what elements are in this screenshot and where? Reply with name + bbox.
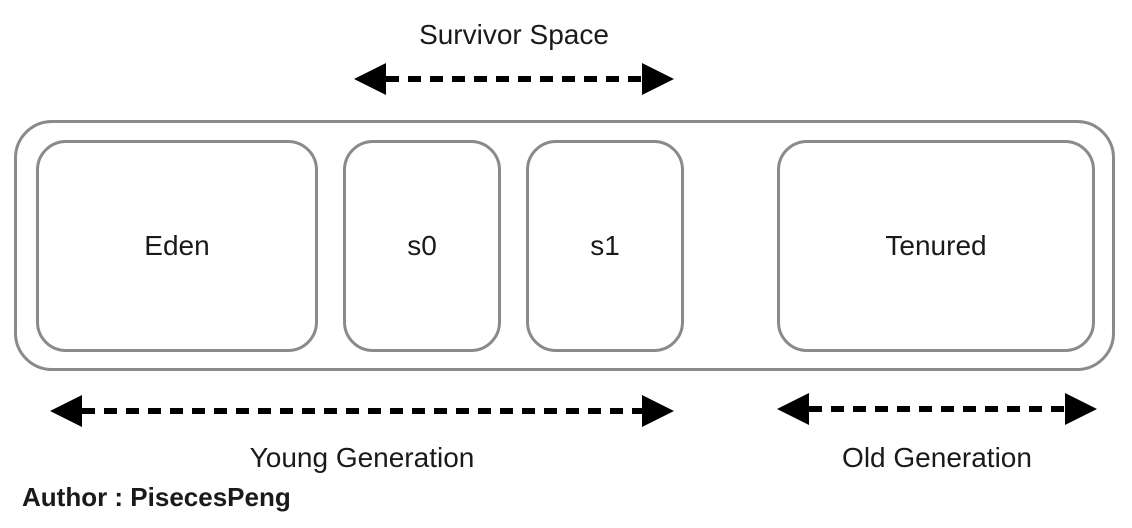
- s1-label: s1: [590, 230, 620, 261]
- arrow-head-right: [642, 395, 674, 427]
- s0-region: s0: [343, 140, 501, 352]
- tenured-region: Tenured: [777, 140, 1095, 352]
- young-generation-label: Young Generation: [249, 442, 475, 473]
- tenured-label: Tenured: [885, 230, 987, 261]
- heap-container: [14, 120, 1115, 371]
- old-generation-arrow: [777, 393, 1097, 425]
- survivor-space-label: Survivor Space: [419, 19, 609, 50]
- arrow-head-left: [50, 395, 82, 427]
- old-generation-label: Old Generation: [842, 442, 1032, 473]
- s1-region: s1: [526, 140, 684, 352]
- young-generation-arrow: [50, 395, 674, 427]
- s0-label: s0: [407, 230, 437, 261]
- arrow-head-left: [354, 63, 386, 95]
- arrow-head-left: [777, 393, 809, 425]
- eden-region: Eden: [36, 140, 318, 352]
- arrow-head-right: [1065, 393, 1097, 425]
- eden-label: Eden: [144, 230, 210, 261]
- author-credit: Author : PisecesPeng: [22, 482, 291, 512]
- arrow-head-right: [642, 63, 674, 95]
- survivor-space-arrow: [354, 63, 674, 95]
